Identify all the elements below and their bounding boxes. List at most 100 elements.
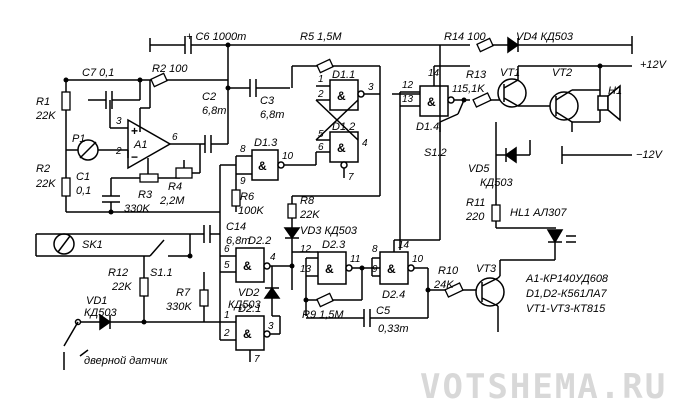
plus12-label: +12V <box>640 59 668 71</box>
d23-pin11: 11 <box>350 254 360 265</box>
r6-value: 100K <box>238 205 264 217</box>
vd1-diode-icon <box>99 313 112 331</box>
d23-label: D2.3 <box>322 239 346 251</box>
r12-value: 22K <box>111 281 132 293</box>
d24-pin10: 10 <box>412 254 424 265</box>
r2-label: R2 100 <box>152 63 188 75</box>
d22-pin5: 5 <box>224 260 230 271</box>
a1-minus-sign: − <box>131 150 138 164</box>
c2-value: 6,8m <box>202 105 226 117</box>
d11-pin2: 2 <box>317 89 324 100</box>
d14-pin13: 13 <box>402 94 414 105</box>
r3-resistor <box>139 173 159 183</box>
d14-pin14: 14 <box>428 68 440 79</box>
vd3-label: VD3 КД503 <box>300 225 358 237</box>
door-sensor-label: дверной датчик <box>84 355 168 367</box>
vd2-diode-icon <box>263 286 281 299</box>
gate-d13 <box>251 149 279 181</box>
vt2-label: VT2 <box>552 67 572 79</box>
r4-resistor <box>175 167 193 179</box>
s11-label: S1.1 <box>150 267 173 279</box>
r10-label: R10 <box>438 265 459 277</box>
left-divider <box>61 77 128 212</box>
d12-pin7: 7 <box>348 172 354 183</box>
d23-amp: & <box>325 262 334 276</box>
c7-label: C7 0,1 <box>82 67 114 79</box>
d23-pin12: 12 <box>300 244 312 255</box>
r7-value: 330K <box>166 301 192 313</box>
c6-label: + C6 1000m <box>186 31 246 43</box>
vt1-transistor-icon <box>497 78 527 108</box>
vd2-value: КД503 <box>228 299 261 311</box>
d11-pin1: 1 <box>318 74 324 85</box>
vd4-label: VD4 КД503 <box>516 31 574 43</box>
r11-label: R11 <box>466 197 485 209</box>
gate-d23 <box>317 251 347 285</box>
r8-vd3 <box>283 202 301 252</box>
d24-amp: & <box>387 262 396 276</box>
d13-pin8: 8 <box>240 144 246 155</box>
h1-label: H1 <box>608 85 622 97</box>
r14-label: R14 100 <box>444 31 486 43</box>
r2b-label: R2 <box>36 163 50 175</box>
d24-pin9: 9 <box>372 264 378 275</box>
r2b-resistor <box>61 177 71 197</box>
r8-value: 22K <box>299 209 320 221</box>
d11-amp: & <box>337 89 346 103</box>
a1-pin2: 2 <box>115 146 122 157</box>
d12-label: D1.2 <box>332 121 355 133</box>
sk1-branch <box>35 225 220 259</box>
d14-pin11: 11 <box>452 84 462 95</box>
c14-label: C14 <box>226 221 246 233</box>
vt1-label: VT1 <box>500 67 520 79</box>
d13-pin9: 9 <box>240 176 246 187</box>
c14-value: 6,8m <box>226 235 250 247</box>
gate-d24 <box>379 251 409 285</box>
d14-pin12: 12 <box>402 80 414 91</box>
r4-value: 2,2M <box>159 195 185 207</box>
d22-gate: & <box>199 247 318 322</box>
d21-label: D2.1 <box>238 303 261 315</box>
led-branch <box>491 204 576 276</box>
vd5-value: КД503 <box>480 177 513 189</box>
top-rail <box>149 36 633 54</box>
d13-pin10: 10 <box>282 151 294 162</box>
d13-label: D1.3 <box>254 137 278 149</box>
d14-label: D1.4 <box>416 121 439 133</box>
d22-label: D2.2 <box>248 235 271 247</box>
r9-label: R9 1,5M <box>302 309 344 321</box>
d24-pin14: 14 <box>398 240 410 251</box>
d22-amp: & <box>243 259 252 273</box>
d12-pin6: 6 <box>318 142 324 153</box>
vd5-branch <box>495 122 632 205</box>
vt3-stage <box>425 275 505 332</box>
door-switch-branch <box>63 256 220 370</box>
r7-label: R7 <box>176 287 191 299</box>
vd4-diode-icon <box>507 36 520 54</box>
r9-resistor <box>316 292 334 308</box>
r3-value: 330K <box>124 203 150 215</box>
d13-amp: & <box>258 159 267 173</box>
minus12-label: −12V <box>636 149 664 161</box>
parts-note-1: A1-КР140УД608 <box>525 273 609 285</box>
r8-resistor <box>287 203 297 219</box>
r1-value: 22K <box>35 110 56 122</box>
r13-label: R13 <box>466 69 487 81</box>
vt3-label: VT3 <box>476 263 497 275</box>
d21-amp: & <box>243 327 252 341</box>
r6-resistor <box>231 189 241 207</box>
parts-note-3: VT1-VT3-КТ815 <box>526 303 606 315</box>
d1-flip-flop: & & <box>291 58 420 202</box>
d21-pin2: 2 <box>223 328 230 339</box>
d24-label: D2.4 <box>382 289 405 301</box>
parts-note-2: D1,D2-К561ЛА7 <box>526 288 608 300</box>
c2-label: C2 <box>202 91 216 103</box>
r13-value: 5,1K <box>462 83 485 95</box>
r13-resistor <box>472 92 492 108</box>
d12-pin4: 4 <box>362 138 368 149</box>
r6-label: R6 <box>240 191 255 203</box>
vd1-label: VD1 <box>86 295 107 307</box>
c5-label: C5 <box>376 305 391 317</box>
s12-label: S1.2 <box>424 147 447 159</box>
